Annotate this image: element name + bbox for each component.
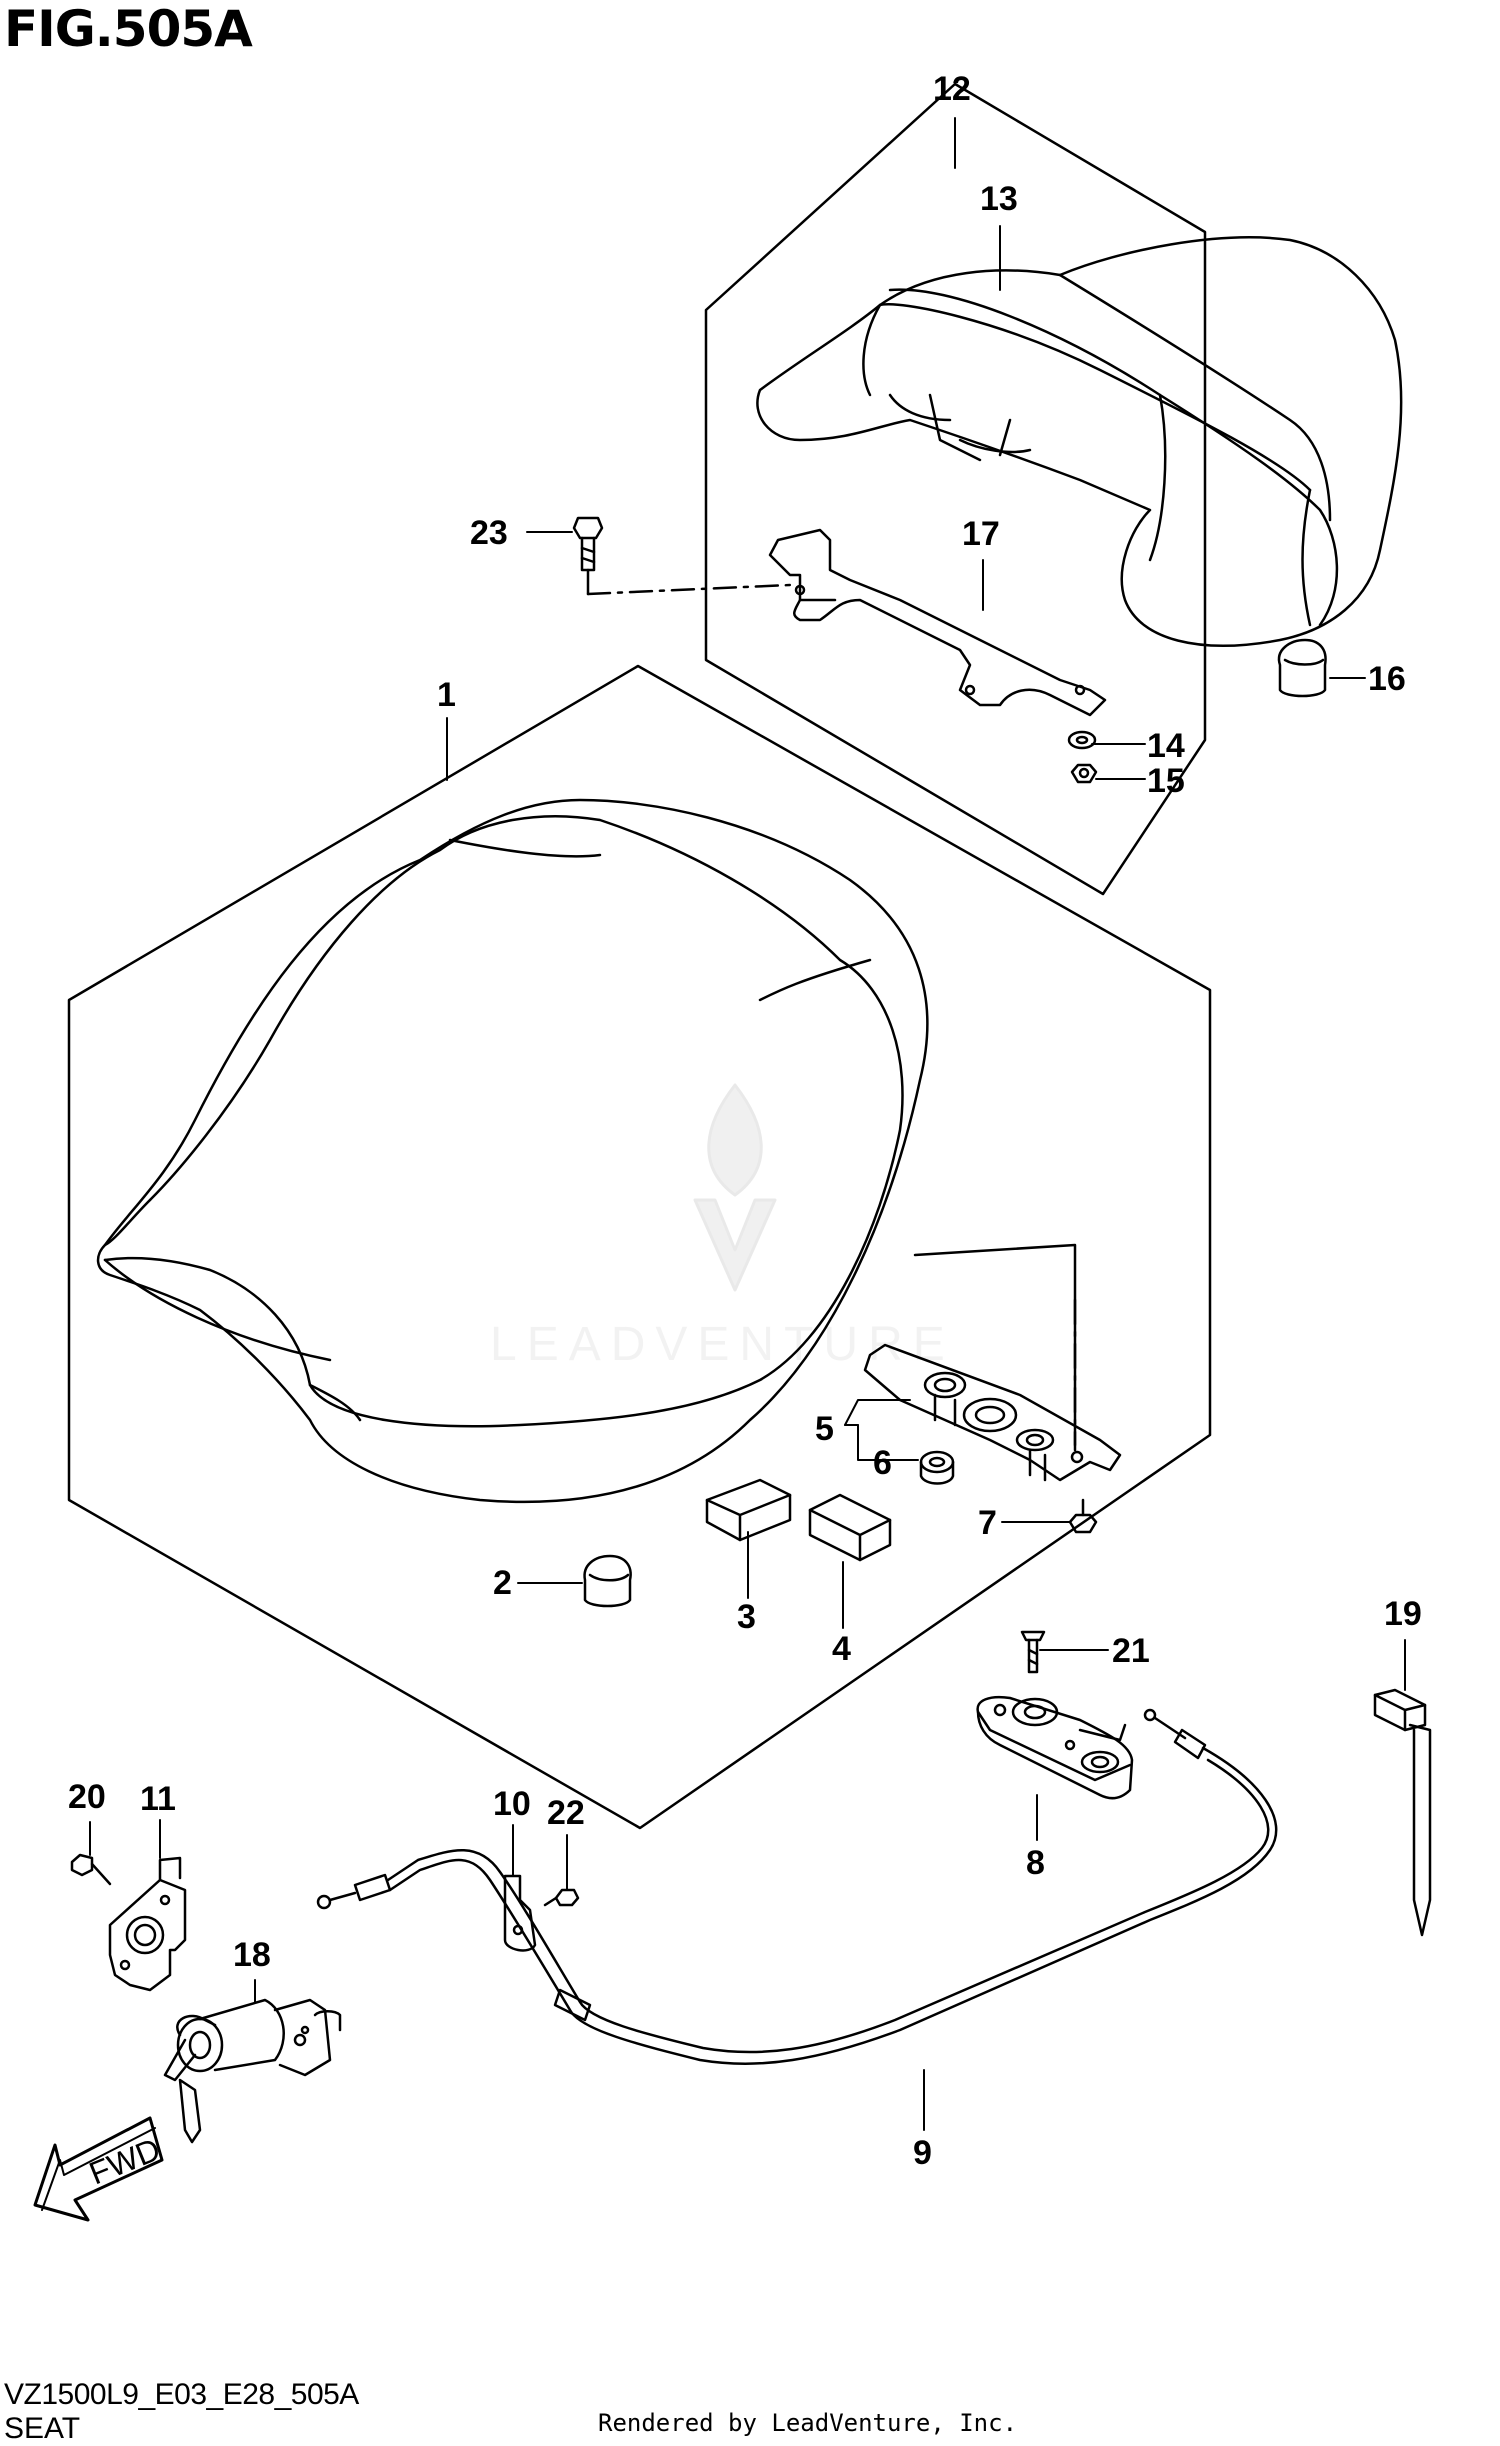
figure-title: FIG.505A bbox=[4, 0, 253, 58]
callout-6: 6 bbox=[873, 1444, 892, 1482]
nut-15 bbox=[1070, 763, 1098, 784]
leader-lines bbox=[89, 117, 1406, 2131]
bolt-23-leader-dashed bbox=[586, 583, 792, 596]
spacer-6 bbox=[919, 1450, 955, 1485]
pad-4 bbox=[808, 1493, 892, 1562]
callout-7: 7 bbox=[978, 1504, 997, 1542]
bolt-23 bbox=[572, 516, 604, 572]
callout-labels: 1 2 3 4 5 6 7 8 9 10 11 12 13 14 15 16 1… bbox=[68, 70, 1422, 2172]
callout-10: 10 bbox=[493, 1785, 531, 1823]
callout-5: 5 bbox=[815, 1410, 834, 1448]
callout-23: 23 bbox=[470, 514, 508, 552]
seat-cable-9 bbox=[316, 1708, 1278, 2065]
callout-14: 14 bbox=[1147, 727, 1185, 765]
callout-11: 11 bbox=[140, 1780, 176, 1818]
render-credit: Rendered by LeadVenture, Inc. bbox=[598, 2409, 1018, 2437]
pad-3 bbox=[705, 1478, 792, 1542]
callout-17: 17 bbox=[962, 515, 1000, 553]
callout-18: 18 bbox=[233, 1936, 271, 1974]
screw-22 bbox=[543, 1888, 580, 1907]
callout-13: 13 bbox=[980, 180, 1018, 218]
rubber-bumper-16 bbox=[1277, 638, 1327, 698]
nut-7 bbox=[1068, 1498, 1098, 1534]
fwd-label: FWD bbox=[84, 2131, 165, 2192]
rear-seat-cushion bbox=[756, 236, 1403, 647]
seat-lock-18 bbox=[163, 1998, 342, 2144]
watermark-text: LEADVENTURE bbox=[490, 1318, 955, 1371]
rubber-bumper-2 bbox=[583, 1554, 632, 1608]
callout-3: 3 bbox=[737, 1598, 756, 1636]
callout-21: 21 bbox=[1112, 1632, 1150, 1670]
cable-tie-19 bbox=[1373, 1688, 1432, 1937]
callout-9: 9 bbox=[913, 2134, 932, 2172]
front-seat-cushion bbox=[96, 798, 929, 1504]
section-name: SEAT bbox=[4, 2412, 81, 2445]
front-bracket-leader bbox=[913, 1243, 1077, 1452]
callout-2: 2 bbox=[493, 1564, 512, 1602]
callout-15: 15 bbox=[1147, 762, 1185, 800]
callout-4: 4 bbox=[832, 1630, 851, 1668]
lock-plate-11 bbox=[108, 1856, 187, 1992]
watermark-logo: LEADVENTURE bbox=[490, 1083, 955, 1371]
callout-1: 1 bbox=[437, 676, 456, 714]
rear-seat-bracket bbox=[768, 528, 1107, 717]
screw-21 bbox=[1020, 1630, 1046, 1674]
washer-14 bbox=[1067, 730, 1097, 750]
front-seat-group-frame bbox=[67, 664, 1212, 1830]
callout-16: 16 bbox=[1368, 660, 1406, 698]
seat-latch-8 bbox=[976, 1695, 1134, 1800]
diagram-code: VZ1500L9_E03_E28_505A bbox=[4, 2378, 359, 2411]
rear-seat-group-frame bbox=[704, 82, 1207, 896]
cable-bracket-10 bbox=[503, 1874, 537, 1952]
callout-12: 12 bbox=[933, 70, 971, 108]
callout-8: 8 bbox=[1026, 1844, 1045, 1882]
fwd-arrow-icon: FWD bbox=[33, 2116, 165, 2222]
callout-19: 19 bbox=[1384, 1595, 1422, 1633]
bolt-20 bbox=[70, 1853, 112, 1886]
callout-20: 20 bbox=[68, 1778, 106, 1816]
callout-22: 22 bbox=[547, 1794, 585, 1832]
